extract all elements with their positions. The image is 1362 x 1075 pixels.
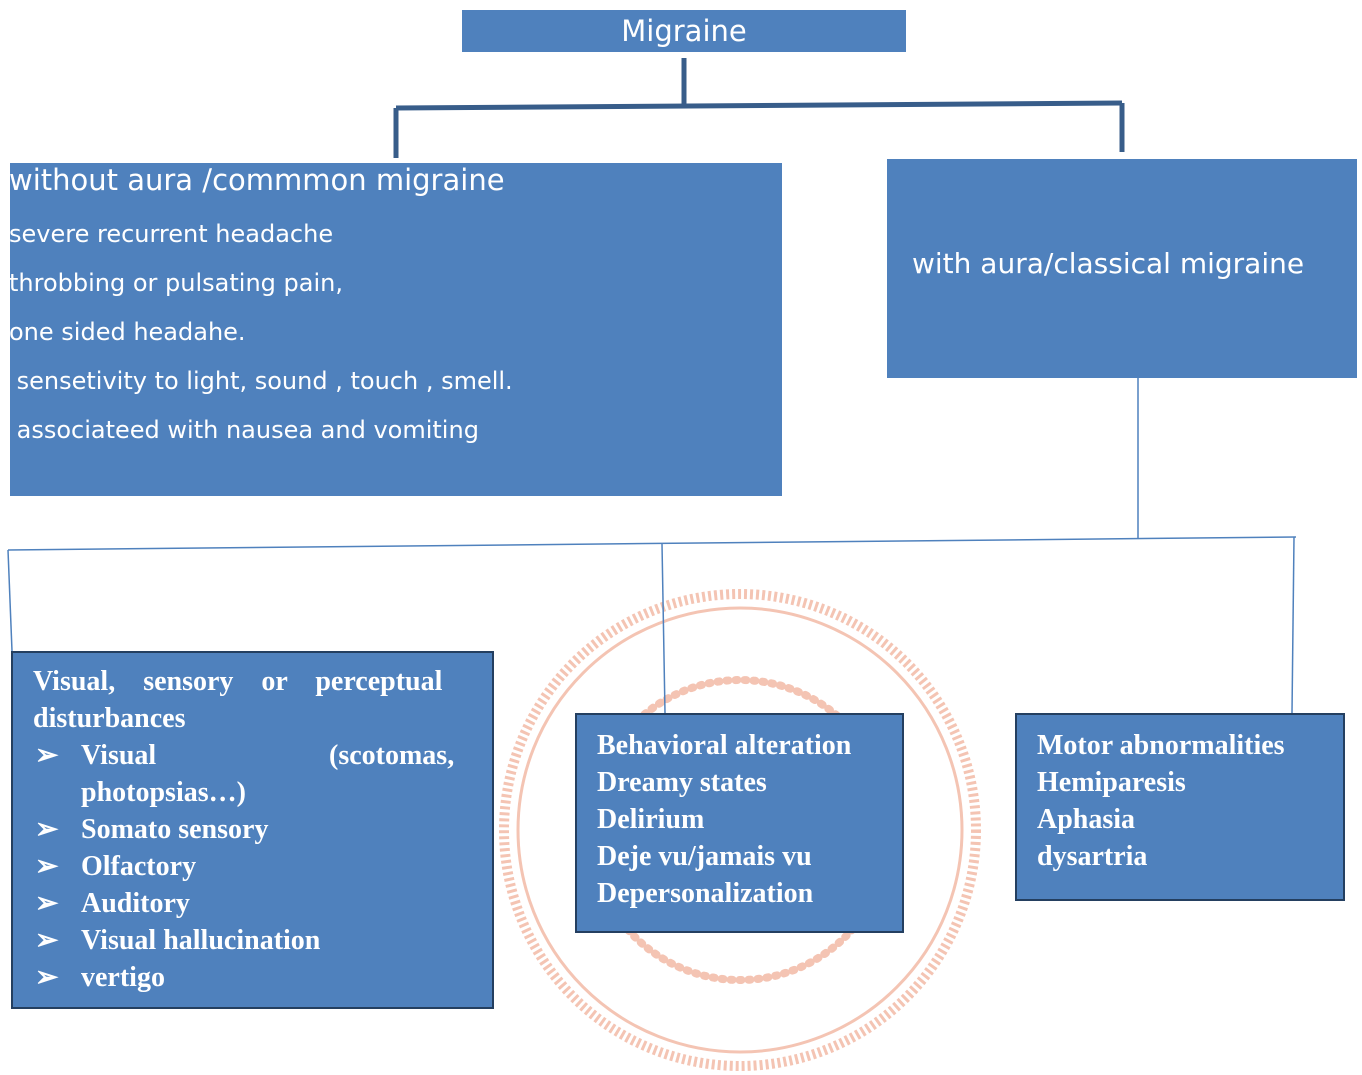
behavior-line: Deje vu/jamais vu (597, 841, 812, 872)
behavioral-alteration-box: Behavioral alteration Dreamy states Deli… (575, 713, 904, 933)
connector-lines (7, 58, 1297, 714)
without-aura-line: throbbing or pulsating pain, (9, 269, 343, 297)
list-item: Visual hallucination (81, 925, 321, 956)
perceptual-disturbances-box: Visual, sensory or perceptual disturbanc… (11, 651, 494, 1009)
behavior-line: Delirium (597, 804, 705, 835)
bullet-arrow-icon: ➢ (35, 962, 59, 993)
without-aura-line: associateed with nausea and vomiting (9, 416, 479, 444)
bullet-arrow-icon: ➢ (35, 814, 59, 845)
without-aura-line: one sided headahe. (9, 318, 246, 346)
motor-line: Motor abnormalities (1037, 730, 1285, 761)
with-aura-heading: with aura/classical migraine (912, 247, 1305, 280)
without-aura-heading: without aura /commmon migraine (9, 163, 505, 197)
list-item: vertigo (81, 962, 165, 993)
list-item: photopsias…) (81, 777, 246, 808)
bullet-arrow-icon: ➢ (35, 888, 59, 919)
bullet-arrow-icon: ➢ (35, 740, 59, 771)
perceptual-heading-line2: disturbances (33, 703, 186, 734)
motor-line: dysartria (1037, 841, 1148, 872)
motor-abnormalities-box: Motor abnormalities Hemiparesis Aphasia … (1015, 713, 1345, 901)
bullet-arrow-icon: ➢ (35, 925, 59, 956)
perceptual-heading-line1: Visual, sensory or perceptual (33, 666, 443, 697)
migraine-title: Migraine (621, 14, 747, 48)
list-item: Auditory (81, 888, 190, 919)
list-item: Visual (81, 740, 157, 771)
with-aura-box: with aura/classical migraine (887, 159, 1357, 378)
motor-line: Aphasia (1037, 804, 1136, 835)
list-item: (scotomas, (329, 740, 455, 771)
behavior-line: Depersonalization (597, 878, 814, 909)
list-item: Somato sensory (81, 814, 269, 845)
migraine-title-box: Migraine (462, 10, 906, 52)
list-item: Olfactory (81, 851, 197, 882)
behavior-line: Dreamy states (597, 767, 767, 798)
behavior-line: Behavioral alteration (597, 730, 852, 761)
bullet-arrow-icon: ➢ (35, 851, 59, 882)
without-aura-line: severe recurrent headache (9, 220, 334, 248)
without-aura-line: sensetivity to light, sound , touch , sm… (9, 367, 513, 395)
motor-line: Hemiparesis (1037, 767, 1186, 798)
without-aura-box: without aura /commmon migraine severe re… (9, 163, 782, 496)
